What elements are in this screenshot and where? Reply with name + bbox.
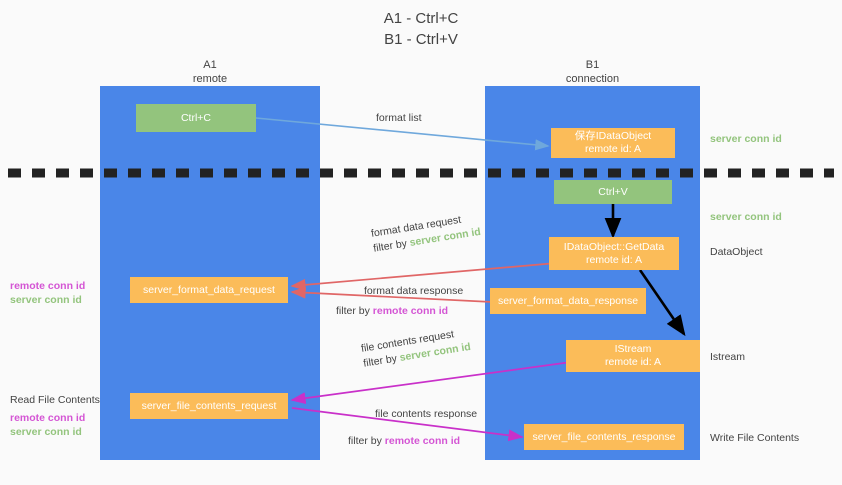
node-idataobject-getdata[interactable]: IDataObject::GetData remote id: A bbox=[549, 237, 679, 270]
annotation-write-file-contents: Write File Contents bbox=[710, 432, 800, 444]
node-label: 保存IDataObject bbox=[574, 130, 652, 142]
node-label: server_file_contents_request bbox=[141, 399, 277, 412]
node-label: server_format_data_response bbox=[497, 294, 639, 307]
node-ctrl-c[interactable]: Ctrl+C bbox=[136, 104, 256, 132]
node-server-file-contents-request[interactable]: server_file_contents_request bbox=[130, 393, 288, 419]
node-label: Ctrl+V bbox=[598, 185, 628, 198]
annotation-conn-ids-format: remote conn id server conn id bbox=[10, 279, 85, 307]
filter-prefix: filter by bbox=[336, 305, 373, 317]
node-label: IStream bbox=[614, 343, 652, 355]
annotation-conn-ids-file: remote conn id server conn id bbox=[10, 411, 85, 439]
node-server-format-data-response[interactable]: server_format_data_response bbox=[490, 288, 646, 314]
node-save-idataobject[interactable]: 保存IDataObject remote id: A bbox=[551, 128, 675, 158]
node-istream[interactable]: IStream remote id: A bbox=[566, 340, 700, 372]
arrow-file-contents-request bbox=[290, 359, 587, 405]
annotation-dataobject: DataObject bbox=[710, 246, 763, 258]
arrow-format-data-request bbox=[290, 261, 569, 291]
edge-filter-file-contents-response: filter by remote conn id bbox=[348, 434, 460, 449]
node-sublabel: remote id: A bbox=[584, 143, 642, 155]
edge-label-format-data-response: format data response bbox=[364, 284, 463, 299]
node-server-file-contents-response[interactable]: server_file_contents_response bbox=[524, 424, 684, 450]
remote-conn-id-label: remote conn id bbox=[10, 412, 86, 424]
node-label: server_file_contents_response bbox=[532, 430, 676, 443]
edge-label-text: file contents response bbox=[375, 408, 478, 420]
lane-a1-sub: remote bbox=[192, 73, 228, 85]
annotation-istream: Istream bbox=[710, 351, 746, 363]
server-conn-id-label: server conn id bbox=[10, 426, 82, 438]
filter-prefix: filter by bbox=[348, 435, 385, 447]
node-label: server_format_data_request bbox=[143, 283, 275, 296]
lane-header-a1: A1 remote bbox=[100, 58, 320, 86]
remote-conn-id-label: remote conn id bbox=[10, 280, 86, 292]
node-server-format-data-request[interactable]: server_format_data_request bbox=[130, 277, 288, 303]
arrow-format-data-response bbox=[290, 286, 493, 303]
server-conn-id-label: server conn id bbox=[10, 294, 82, 306]
title-line-2: B1 - Ctrl+V bbox=[384, 31, 458, 48]
filter-key: remote conn id bbox=[384, 435, 461, 447]
filter-key: remote conn id bbox=[372, 305, 449, 317]
lane-b1-name: B1 bbox=[585, 59, 600, 71]
node-ctrl-v[interactable]: Ctrl+V bbox=[554, 180, 672, 204]
edge-label-text: format data response bbox=[364, 285, 464, 297]
title-line-1: A1 - Ctrl+C bbox=[383, 10, 459, 27]
node-label: IDataObject::GetData bbox=[563, 240, 665, 253]
node-label: Ctrl+C bbox=[180, 111, 212, 124]
lane-header-b1: B1 connection bbox=[485, 58, 700, 86]
page-title: A1 - Ctrl+C B1 - Ctrl+V bbox=[0, 8, 842, 50]
edge-filter-format-data-response: filter by remote conn id bbox=[336, 304, 448, 319]
lane-b1-sub: connection bbox=[565, 73, 620, 85]
annotation-server-conn-id-top: server conn id bbox=[710, 133, 782, 145]
arrow-format-list bbox=[255, 117, 550, 151]
node-sublabel: remote id: A bbox=[604, 356, 662, 368]
lane-a1-name: A1 bbox=[203, 59, 217, 71]
arrow-getdata-to-istream bbox=[638, 269, 686, 337]
node-sublabel: remote id: A bbox=[585, 253, 643, 266]
annotation-read-file-contents: Read File Contents bbox=[10, 394, 100, 406]
arrow-file-contents-response bbox=[291, 407, 524, 442]
edge-label-format-list: format list bbox=[376, 112, 422, 124]
edge-label-file-contents-response: file contents response bbox=[375, 407, 477, 422]
annotation-server-conn-id-second: server conn id bbox=[710, 211, 782, 223]
